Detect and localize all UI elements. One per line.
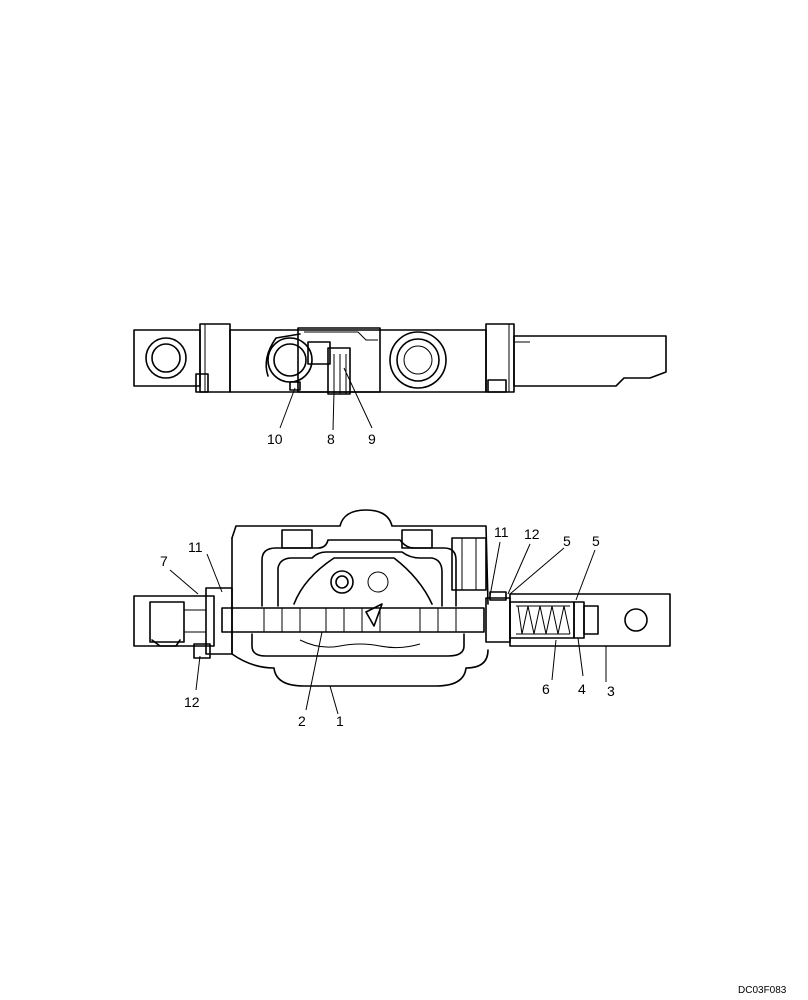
callout-label: 8 xyxy=(327,431,335,447)
callout-label: 6 xyxy=(542,681,550,697)
callout-label: 1 xyxy=(336,713,344,729)
callout-label: 5 xyxy=(563,533,571,549)
top-view-callouts: 10 8 9 xyxy=(267,431,376,447)
callout-label: 7 xyxy=(160,553,168,569)
top-view-leaders xyxy=(279,367,373,431)
callout-label: 12 xyxy=(184,694,200,710)
callout-label: 5 xyxy=(592,533,600,549)
callout-label: 3 xyxy=(607,683,615,699)
callout-label: 4 xyxy=(578,681,586,697)
figure-reference-code: DC03F083 xyxy=(738,985,787,996)
top-view-valve xyxy=(133,323,667,395)
section-view-callouts: 7 11 11 12 5 5 12 2 1 6 4 3 xyxy=(160,524,615,729)
callout-label: 11 xyxy=(494,524,509,540)
callout-label: 9 xyxy=(368,431,376,447)
callout-label: 11 xyxy=(188,539,203,555)
callout-label: 12 xyxy=(524,526,540,542)
section-view-leaders xyxy=(169,541,607,715)
callout-label: 10 xyxy=(267,431,283,447)
callout-label: 2 xyxy=(298,713,306,729)
section-view-valve xyxy=(133,509,671,687)
